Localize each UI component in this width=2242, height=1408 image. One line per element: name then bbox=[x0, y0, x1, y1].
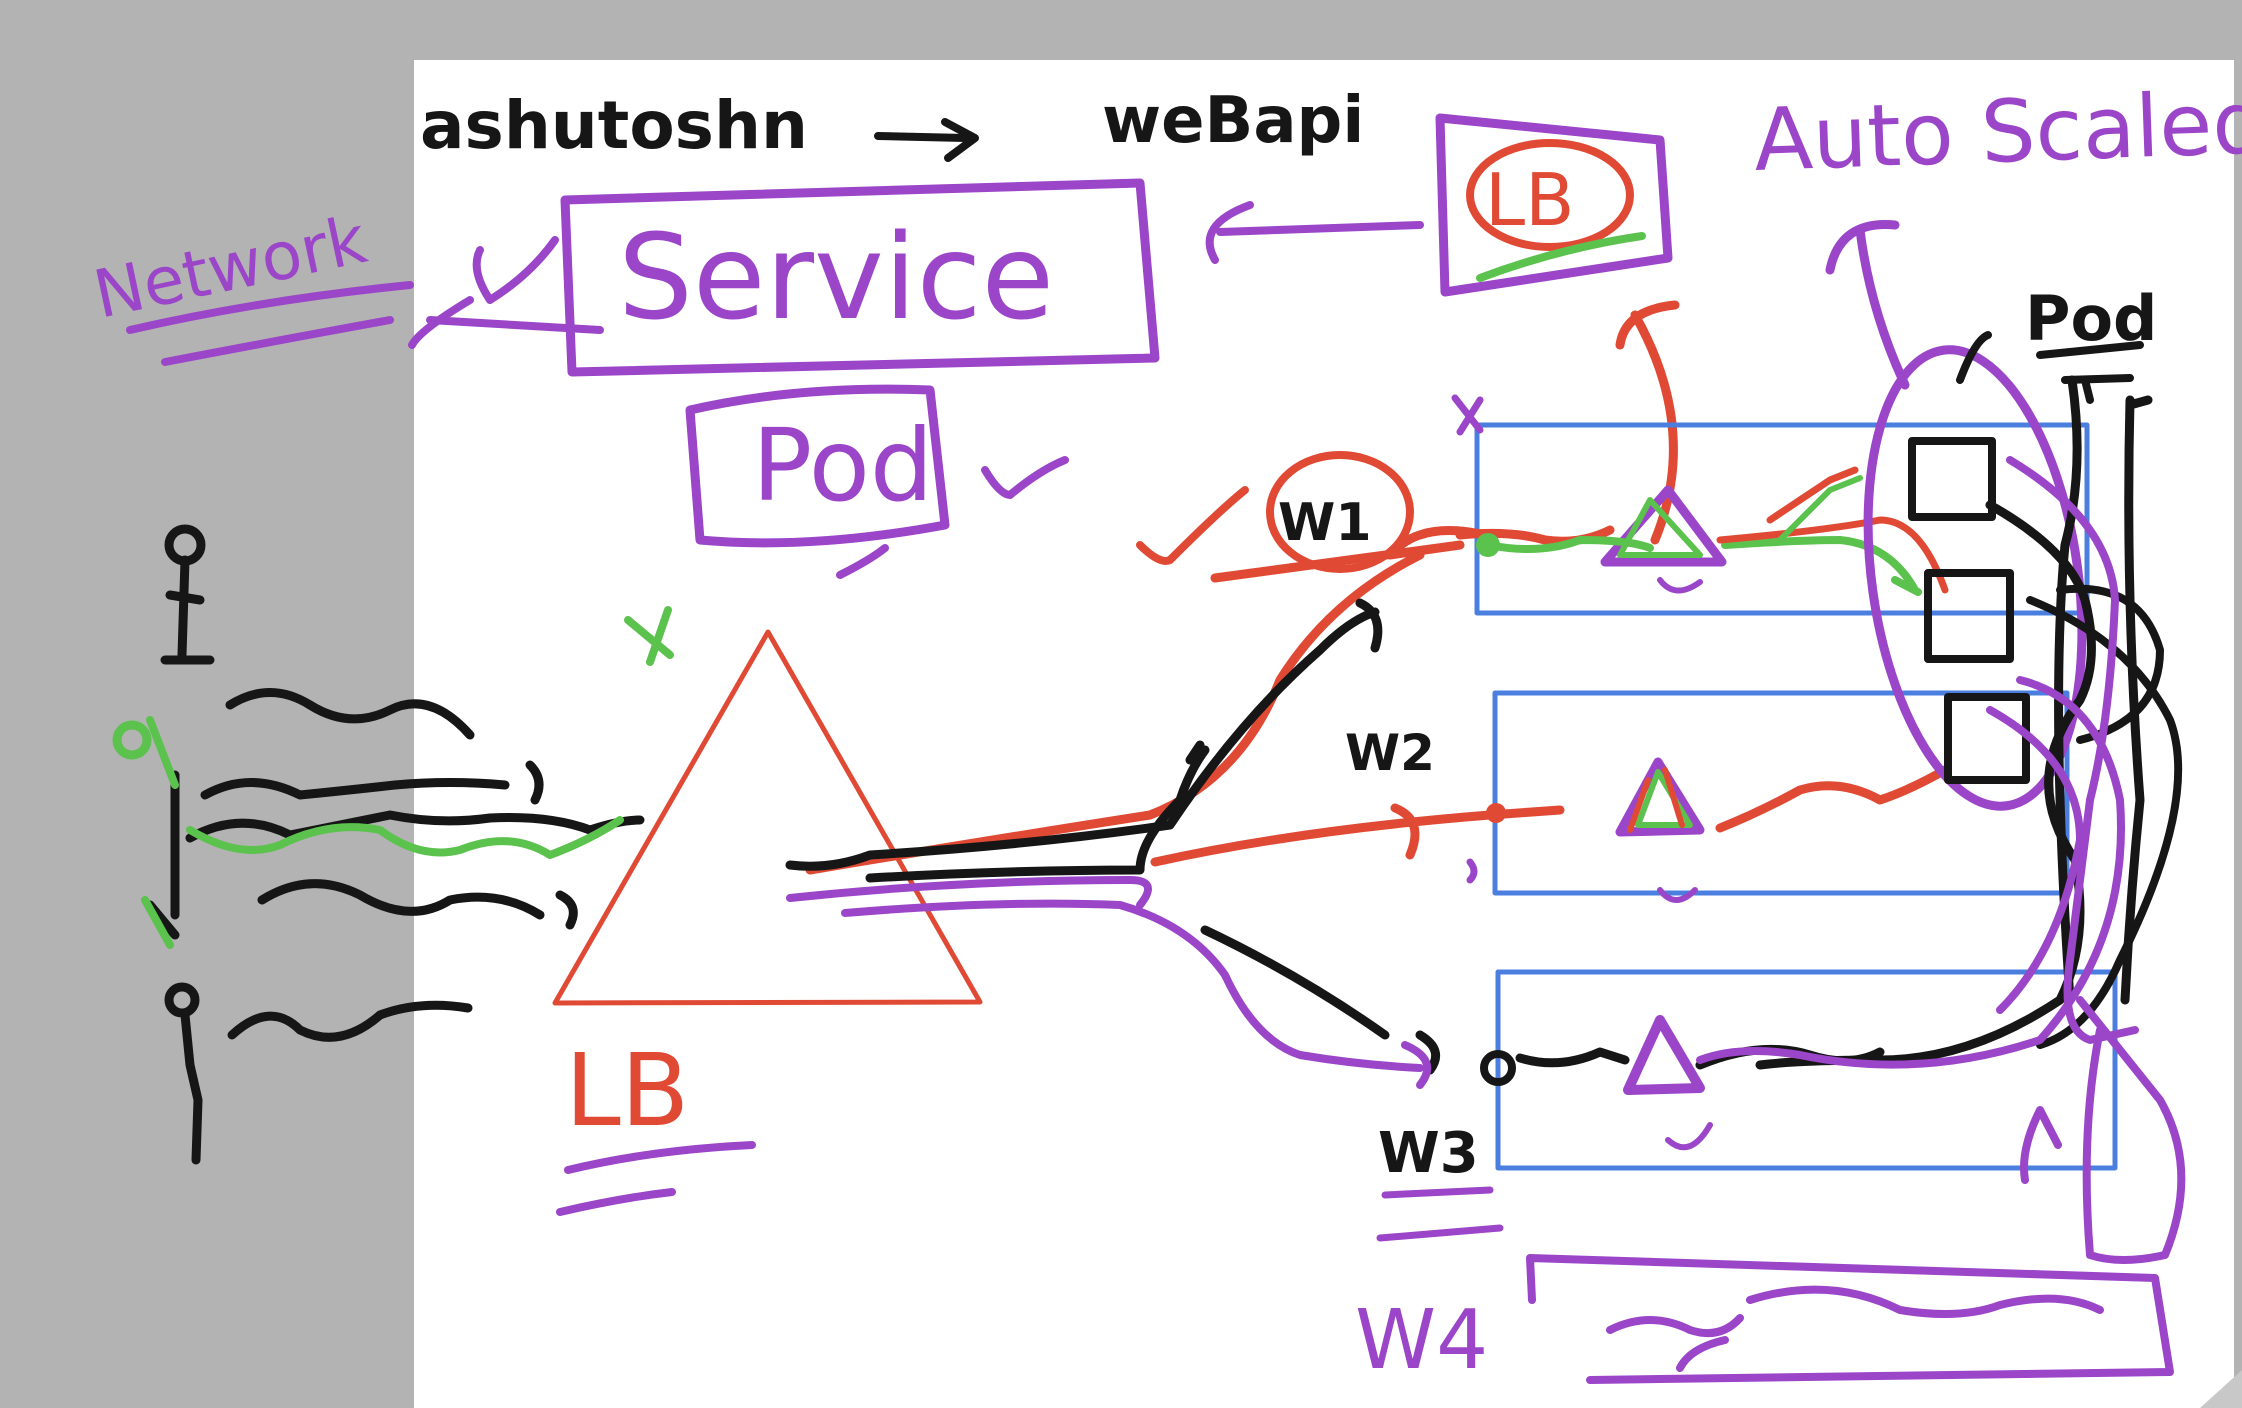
worker-box-w1 bbox=[1474, 422, 2090, 616]
header-arrow bbox=[874, 118, 979, 162]
return-black-1 bbox=[2054, 375, 2153, 1005]
client-green-wave bbox=[186, 816, 624, 859]
lb-main-underline bbox=[556, 1141, 756, 1216]
page-corner bbox=[2200, 1370, 2242, 1408]
scaled-pod-1 bbox=[1908, 437, 1996, 521]
lb-top-box bbox=[1435, 113, 1673, 297]
w4-wave bbox=[1606, 1285, 2104, 1372]
whiteboard bbox=[414, 60, 2234, 1408]
autoscaled-ellipse bbox=[1863, 345, 2087, 811]
w2-label: W2 bbox=[1345, 724, 1435, 782]
service-box bbox=[560, 178, 1160, 377]
header-user-text: ashutoshn bbox=[420, 87, 808, 164]
route-green-w1 bbox=[1484, 536, 1922, 596]
route-black-lb bbox=[865, 740, 1210, 883]
lb-main-text: LB bbox=[565, 1032, 689, 1149]
client-green-line bbox=[141, 716, 179, 949]
route-red-w2 bbox=[1150, 803, 1565, 867]
w4-label: W4 bbox=[1355, 1293, 1488, 1388]
w3-pod-triangle bbox=[1623, 1015, 1705, 1095]
network-arrow bbox=[408, 236, 604, 349]
scaled-pod-2 bbox=[1924, 569, 2014, 663]
clients bbox=[112, 524, 215, 1165]
route-red-w1 bbox=[805, 526, 1490, 875]
service-arrow bbox=[1205, 201, 1424, 264]
service-text: Service bbox=[618, 208, 1054, 346]
lb-main-triangle bbox=[552, 629, 983, 1006]
w1-entry-dot bbox=[1476, 533, 1500, 557]
return-purple-3 bbox=[2076, 996, 2186, 1264]
lb-top-text: LB bbox=[1485, 158, 1575, 242]
green-x bbox=[624, 606, 674, 666]
network-underline bbox=[126, 281, 414, 366]
autoscaled-arrow bbox=[1825, 220, 1910, 390]
w3-underline bbox=[1376, 1186, 1504, 1242]
route-purple-main bbox=[786, 876, 1432, 1089]
worker-box-w2 bbox=[1492, 690, 2070, 896]
return-black-3 bbox=[2026, 584, 2183, 1049]
pod-box bbox=[685, 384, 950, 548]
return-purple-4 bbox=[2020, 1106, 2062, 1184]
pod-box-text: Pod bbox=[752, 407, 933, 524]
w2-entry-dot bbox=[1486, 803, 1506, 823]
pod-top-right-mark bbox=[1956, 331, 2144, 404]
return-purple-2 bbox=[1696, 676, 2125, 1069]
lb-top-ellipse bbox=[1466, 139, 1634, 251]
w4-checks bbox=[1451, 394, 1484, 884]
w3-entry-dot bbox=[1480, 1050, 1516, 1086]
w1-pod-green bbox=[1617, 497, 1703, 558]
w3-label: W3 bbox=[1378, 1121, 1479, 1186]
client-requests bbox=[185, 688, 645, 1042]
header-app-text: weBapi bbox=[1102, 84, 1364, 158]
route-green-w1b bbox=[1777, 475, 1863, 543]
w2-pod-red bbox=[1627, 767, 1685, 833]
w4-box bbox=[1526, 1254, 2174, 1384]
w1-label: W1 bbox=[1278, 493, 1372, 553]
route-red-w1b bbox=[1716, 466, 1949, 594]
worker-box-w3 bbox=[1495, 969, 2118, 1171]
pod-checks bbox=[1657, 577, 1713, 1151]
return-purple-1 bbox=[2006, 456, 2139, 1044]
lb-top-check bbox=[1476, 232, 1646, 282]
auto-scaled-text: Auto Scaled bbox=[1752, 73, 2242, 191]
network-text: Network bbox=[87, 201, 373, 334]
route-black-w3 bbox=[1200, 925, 1441, 1075]
pod-box-check bbox=[836, 456, 1069, 579]
w1-red-check bbox=[1136, 486, 1249, 565]
w1-circle bbox=[1266, 451, 1414, 573]
